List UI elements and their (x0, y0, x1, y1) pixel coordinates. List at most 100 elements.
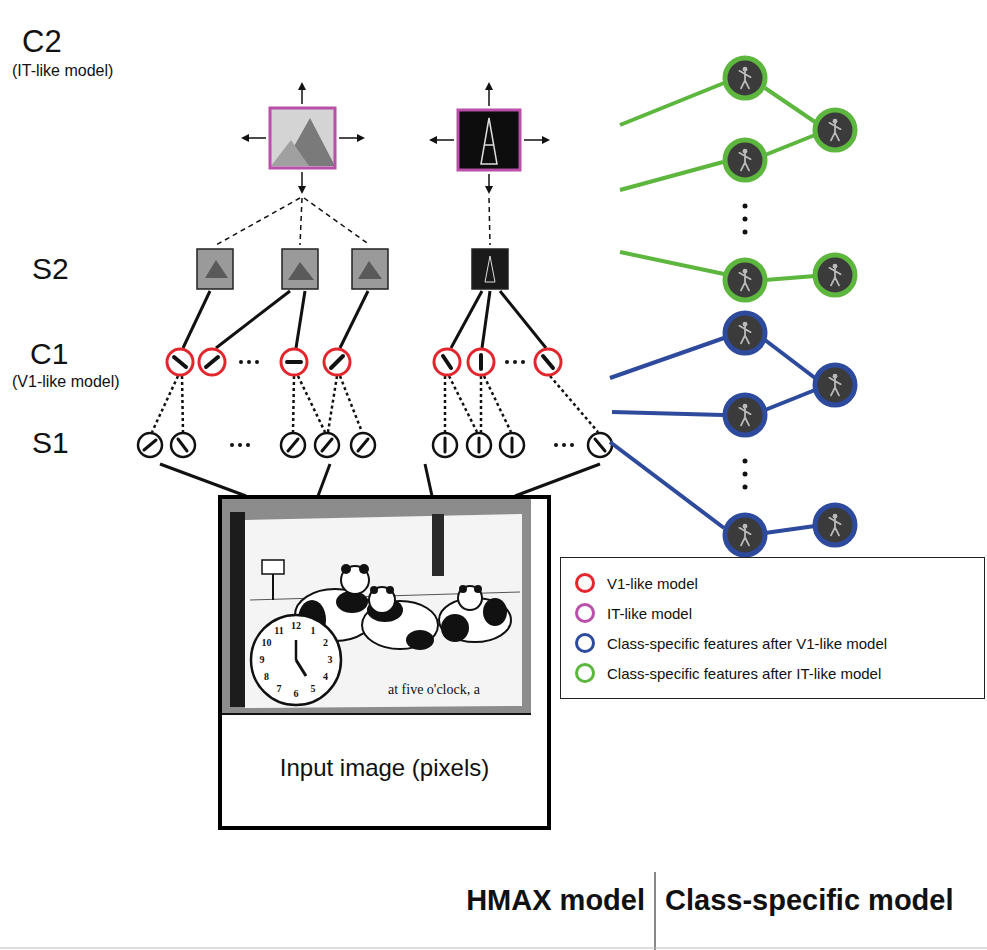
figure-silhouettes-part (829, 264, 840, 286)
figure-silhouettes-part (739, 67, 750, 89)
c2-arrows-part (488, 174, 490, 192)
c1-s1-dotted-part (152, 376, 178, 432)
c1-s1-dotted-part (340, 376, 362, 432)
network-dots-part (743, 204, 748, 209)
c1-units-part (199, 349, 225, 375)
class-specific-it-network-part-part (725, 260, 765, 300)
input-photo-part (474, 585, 482, 593)
s2-units-part (205, 260, 228, 278)
table-rules-part (0, 948, 987, 949)
c1-s1-dotted-part (293, 376, 294, 432)
class-specific-it-network-part (620, 83, 724, 125)
s2-c1-lines-part (482, 291, 490, 348)
c1-s1-dotted-part (484, 376, 511, 432)
s1-units (138, 433, 612, 457)
c1-orientation-bars-part (331, 356, 343, 368)
legend-text: Class-specific features after V1-like mo… (607, 635, 887, 652)
s2-units (197, 249, 508, 289)
clock-number: 7 (277, 684, 282, 694)
s1-units-part (281, 433, 305, 457)
clock-number: 6 (294, 689, 299, 699)
figure-silhouettes-part (739, 524, 750, 546)
table-rules-part (655, 872, 656, 950)
ellipsis-dots-part (505, 360, 509, 364)
c1-units-part (167, 349, 193, 375)
c1-orientation-bars (174, 355, 553, 369)
c1-s1-dotted-part (444, 376, 447, 432)
input-photo-part (222, 499, 531, 713)
input-photo-part (458, 586, 482, 610)
network-dots-part (743, 472, 748, 477)
layer-name: S2 (32, 252, 69, 287)
c2-units-part (271, 140, 309, 166)
c1-orientation-bars-part (174, 357, 186, 367)
clock-number: 9 (260, 655, 265, 665)
c2-s2-dashed (216, 198, 490, 245)
s1-input-lines-part (318, 464, 330, 496)
s1-orientation-bars (144, 438, 605, 452)
c1-s1-dotted-part (182, 376, 183, 432)
input-photo-part (230, 512, 245, 707)
network-dots-part (743, 459, 748, 464)
s1-orientation-bars-part (178, 439, 187, 451)
s1-units-part (138, 433, 162, 457)
input-photo-part (251, 615, 341, 705)
input-photo-part (369, 587, 395, 613)
legend-swatch (575, 633, 595, 653)
legend-row: V1-like model (575, 568, 972, 598)
s1-orientation-bars-part (322, 439, 332, 451)
class-specific-v1-network-part (610, 442, 724, 528)
c1-s1-dotted-part (298, 376, 325, 432)
s1-units-part (588, 433, 612, 457)
class-specific-v1-network-part (765, 340, 815, 378)
c1-s1-dotted-part (328, 376, 337, 432)
c2-units-part (481, 118, 497, 164)
input-photo-part (432, 514, 444, 576)
clock-number: 3 (328, 655, 333, 665)
class-specific-it-network (620, 58, 855, 300)
c2-units-part (270, 108, 335, 168)
class-specific-v1-network-part-part (725, 515, 765, 555)
class-specific-v1-network-part (612, 412, 723, 415)
s1-input-lines-part (160, 464, 246, 496)
input-photo-part (272, 574, 274, 600)
s1-units-part (171, 433, 195, 457)
s1-orientation-bars-part (288, 439, 298, 451)
figure-silhouettes (739, 67, 840, 546)
c1-units-part (535, 349, 561, 375)
s1-input-lines (160, 464, 600, 496)
table-rules (0, 872, 987, 950)
s1-orientation-bars-part (144, 440, 156, 450)
s2-c1-lines-part (296, 291, 305, 348)
class-specific-it-network-part (725, 58, 855, 300)
network-dots-part (743, 217, 748, 222)
s1-input-lines-part (425, 464, 432, 496)
legend-box: V1-like modelIT-like modelClass-specific… (560, 557, 985, 699)
class-specific-it-network-part (620, 162, 723, 190)
c2-arrows-part (524, 139, 548, 141)
input-photo-part (441, 614, 469, 642)
s2-units-part (472, 249, 508, 289)
input-photo-part (222, 713, 531, 715)
s2-units-part (352, 249, 388, 289)
c1-orientation-bars-part (479, 355, 483, 369)
legend-swatch (575, 603, 595, 623)
ellipsis-dots-part (239, 360, 243, 364)
figure-silhouettes-part (829, 514, 840, 536)
s1-orientation-bars-part (478, 438, 481, 452)
class-specific-it-network-part (765, 135, 815, 155)
ellipsis-dots-part (247, 360, 251, 364)
input-photo-part (370, 586, 378, 594)
s1-input-lines-part (515, 464, 600, 496)
input-photo (222, 499, 531, 714)
c1-units (167, 349, 561, 375)
ellipsis-dots-part (521, 360, 525, 364)
legend-row: Class-specific features after V1-like mo… (575, 628, 972, 658)
layer-name: C2 (22, 24, 62, 60)
input-photo-part (262, 560, 284, 574)
class-specific-it-network-part (765, 88, 815, 122)
clock-number: 5 (311, 684, 316, 694)
s2-c1-lines-part (216, 291, 290, 348)
network-dots (743, 204, 748, 490)
clock-number: 2 (323, 638, 328, 648)
